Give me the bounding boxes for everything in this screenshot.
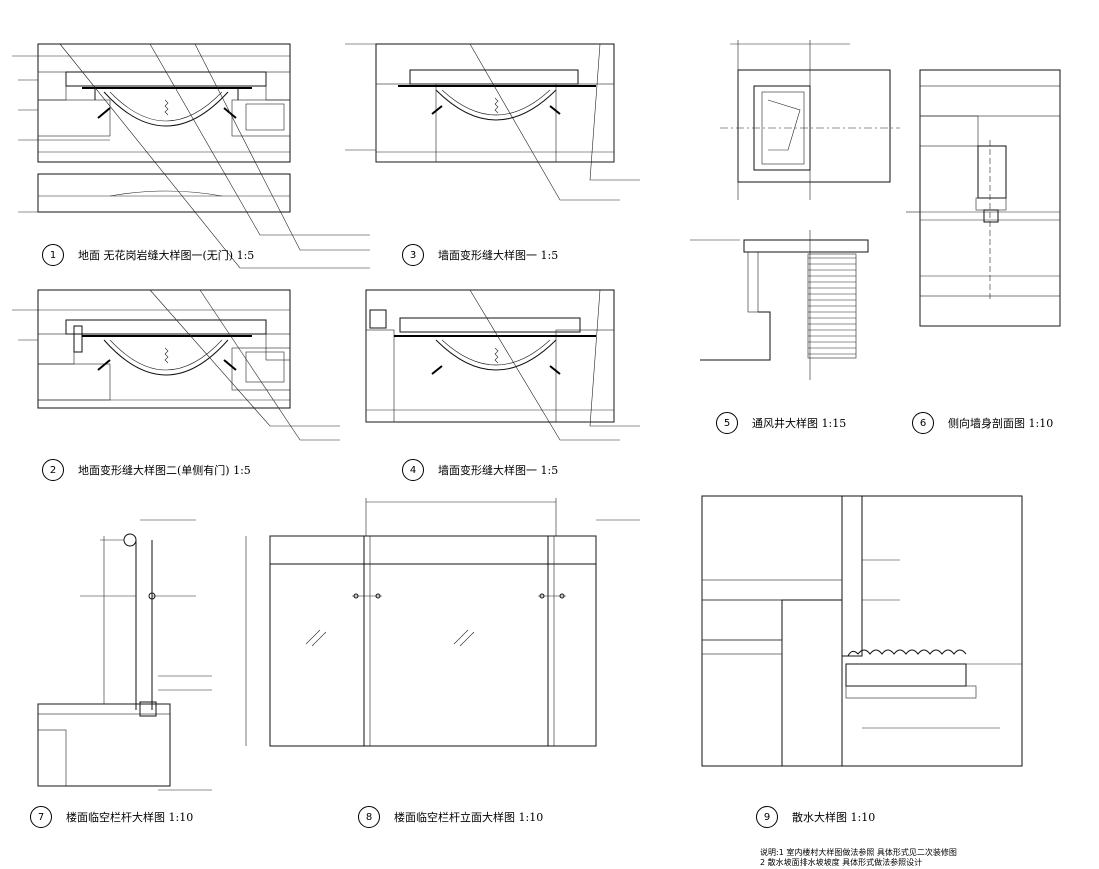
detail-3-drawing bbox=[345, 43, 640, 201]
detail-4-title: 墙面变形缝大样图一 1:5 bbox=[438, 464, 559, 477]
detail-3-title: 墙面变形缝大样图一 1:5 bbox=[438, 249, 559, 262]
detail-7-title: 楼面临空栏杆大样图 1:10 bbox=[66, 811, 194, 824]
detail-6-label: 6 侧向墙身剖面图 1:10 bbox=[912, 412, 1053, 434]
detail-6-title: 侧向墙身剖面图 1:10 bbox=[948, 417, 1054, 430]
detail-1-number: 1 bbox=[42, 244, 64, 266]
detail-4-number: 4 bbox=[402, 459, 424, 481]
detail-9-drawing bbox=[701, 495, 1023, 767]
detail-6-drawing bbox=[906, 69, 1061, 327]
detail-1-label: 1 地面 无花岗岩缝大样图一(无门) 1:5 bbox=[42, 244, 254, 266]
detail-8-number: 8 bbox=[358, 806, 380, 828]
detail-9-title: 散水大样图 1:10 bbox=[792, 811, 876, 824]
detail-2-number: 2 bbox=[42, 459, 64, 481]
detail-1-title: 地面 无花岗岩缝大样图一(无门) 1:5 bbox=[78, 249, 255, 262]
detail-7-label: 7 楼面临空栏杆大样图 1:10 bbox=[30, 806, 193, 828]
detail-4-drawing bbox=[365, 289, 640, 441]
detail-5-number: 5 bbox=[716, 412, 738, 434]
note-line-2: 2 散水坡面排水坡坡度 具体形式做法参照设计 bbox=[760, 858, 923, 867]
detail-9-label: 9 散水大样图 1:10 bbox=[756, 806, 875, 828]
general-notes: 说明:1 室内楼村大样图做法参照 具体形式见二次装修图 2 散水坡面排水坡坡度 … bbox=[760, 848, 957, 868]
detail-7-number: 7 bbox=[30, 806, 52, 828]
detail-8-drawing bbox=[245, 498, 640, 747]
detail-8-label: 8 楼面临空栏杆立面大样图 1:10 bbox=[358, 806, 543, 828]
detail-2-drawing bbox=[12, 289, 340, 441]
detail-3-number: 3 bbox=[402, 244, 424, 266]
detail-4-label: 4 墙面变形缝大样图一 1:5 bbox=[402, 459, 558, 481]
detail-5-drawing bbox=[690, 40, 900, 380]
detail-2-title: 地面变形缝大样图二(单侧有门) 1:5 bbox=[78, 464, 251, 477]
detail-5-title: 通风井大样图 1:15 bbox=[752, 417, 847, 430]
detail-2-label: 2 地面变形缝大样图二(单侧有门) 1:5 bbox=[42, 459, 251, 481]
detail-7-drawing bbox=[37, 519, 212, 791]
note-line-1: 说明:1 室内楼村大样图做法参照 具体形式见二次装修图 bbox=[760, 848, 957, 857]
detail-5-label: 5 通风井大样图 1:15 bbox=[716, 412, 846, 434]
detail-6-number: 6 bbox=[912, 412, 934, 434]
detail-9-number: 9 bbox=[756, 806, 778, 828]
detail-8-title: 楼面临空栏杆立面大样图 1:10 bbox=[394, 811, 544, 824]
detail-3-label: 3 墙面变形缝大样图一 1:5 bbox=[402, 244, 558, 266]
detail-1-drawing bbox=[12, 43, 370, 269]
